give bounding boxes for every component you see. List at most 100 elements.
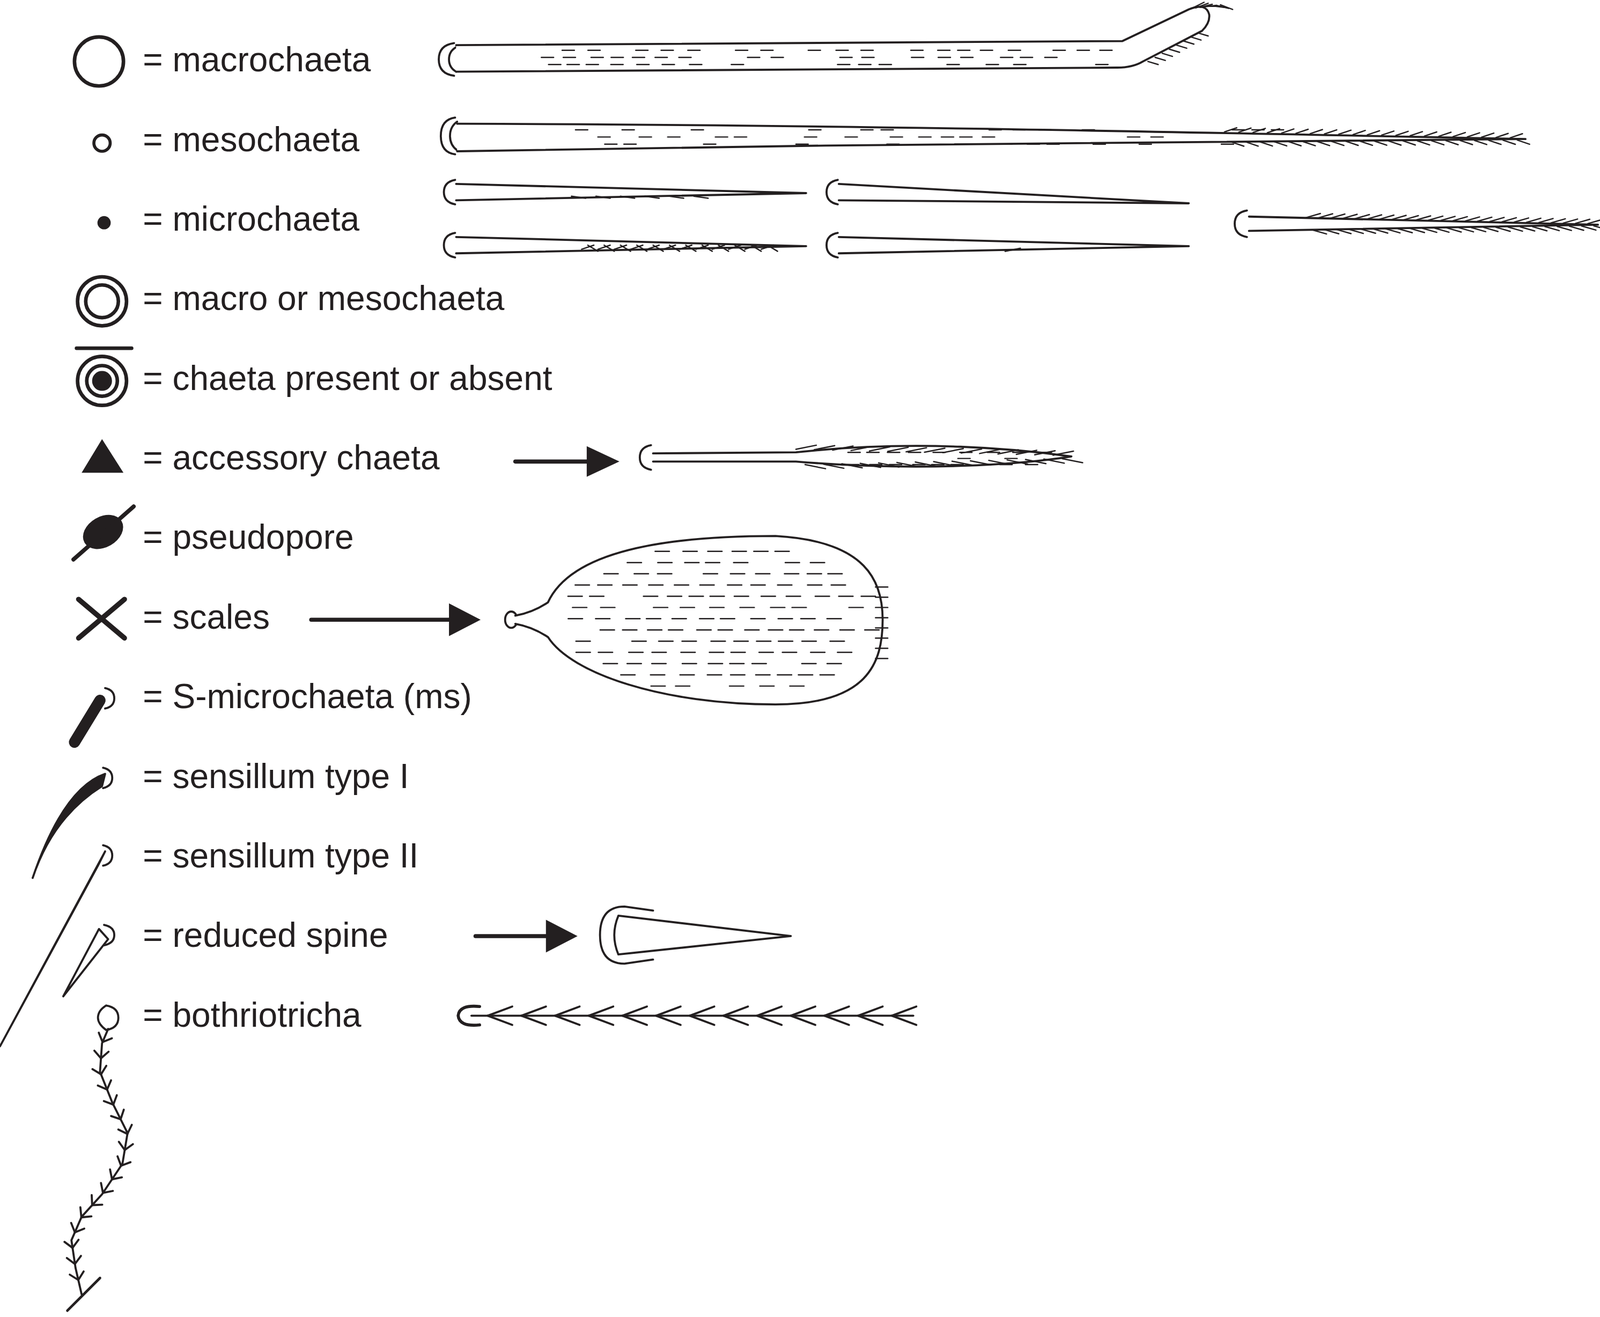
texture-stroke <box>679 56 692 58</box>
barb-stroke <box>111 1115 121 1119</box>
barb-stroke <box>1190 37 1201 41</box>
texture-stroke <box>755 674 771 676</box>
barb-stroke <box>1447 227 1462 233</box>
barb-stroke <box>118 1129 128 1134</box>
barb-stroke <box>875 627 888 629</box>
barb-stroke <box>979 449 1000 454</box>
barb-stroke <box>1428 216 1443 221</box>
barb-stroke <box>109 1169 113 1179</box>
barb-stroke <box>1062 458 1083 463</box>
barb-stroke <box>97 1085 107 1090</box>
texture-stroke <box>575 129 588 131</box>
texture-stroke <box>680 606 695 608</box>
texture-stroke <box>860 49 874 51</box>
barb-stroke <box>1147 61 1159 65</box>
accessory-symbol <box>81 438 124 473</box>
barb-stroke <box>71 1222 76 1233</box>
texture-stroke <box>808 129 822 131</box>
texture-stroke <box>682 640 697 642</box>
legend-label: = mesochaeta <box>142 122 360 157</box>
accessory-drawing <box>515 445 1083 477</box>
barb-stroke <box>790 1015 816 1025</box>
barb-stroke <box>127 1124 132 1134</box>
legend-label: = bothriotricha <box>142 997 361 1032</box>
barb-stroke <box>1354 214 1370 219</box>
texture-stroke <box>648 584 663 586</box>
texture-stroke <box>845 136 858 138</box>
texture-stroke <box>639 136 652 138</box>
barb-stroke <box>757 1006 783 1016</box>
texture-stroke <box>786 595 801 597</box>
barb-stroke <box>1563 218 1579 224</box>
barb-stroke <box>1274 141 1287 146</box>
texture-stroke <box>986 63 999 65</box>
barb-stroke <box>1458 227 1474 233</box>
texture-stroke <box>687 49 700 51</box>
texture-stroke <box>591 56 604 58</box>
barb-stroke <box>875 647 888 649</box>
barb-stroke <box>689 1006 715 1016</box>
texture-stroke <box>866 451 880 453</box>
texture-stroke <box>600 606 616 608</box>
barb-stroke <box>1331 141 1345 146</box>
barb-stroke <box>1517 139 1530 145</box>
texture-stroke <box>710 595 725 597</box>
texture-stroke <box>682 662 697 665</box>
texture-stroke <box>957 49 970 51</box>
texture-stroke <box>574 584 590 586</box>
barb-stroke <box>1318 214 1333 219</box>
barb-stroke <box>875 606 888 608</box>
barb-stroke <box>1416 215 1432 220</box>
texture-stroke <box>734 136 747 138</box>
texture-stroke <box>908 451 921 453</box>
texture-stroke <box>730 572 746 574</box>
barb-stroke <box>832 445 853 451</box>
barb-stroke <box>1043 459 1065 464</box>
pseudopore-symbol <box>73 506 134 560</box>
barb-stroke <box>1396 131 1409 136</box>
texture-stroke <box>839 629 855 631</box>
texture-stroke <box>954 143 968 145</box>
texture-stroke <box>879 63 892 65</box>
legend-label: = microchaeta <box>142 201 360 237</box>
texture-stroke <box>691 129 704 131</box>
texture-stroke <box>707 674 722 676</box>
texture-stroke <box>657 561 673 563</box>
barb-stroke <box>790 1006 816 1016</box>
mesochaeta-symbol <box>93 135 110 152</box>
texture-stroke <box>662 63 675 65</box>
barb-stroke <box>117 1155 122 1166</box>
texture-stroke <box>650 674 666 676</box>
barb-stroke <box>1007 459 1028 464</box>
barb-stroke <box>1385 229 1400 234</box>
barb-stroke <box>860 463 881 468</box>
texture-stroke <box>815 595 830 597</box>
barb-stroke <box>92 1203 103 1207</box>
legend-label: = pseudopore <box>142 519 354 555</box>
barb-stroke <box>875 616 888 618</box>
barb-stroke <box>521 1015 547 1025</box>
barb-stroke <box>767 245 778 252</box>
texture-stroke <box>911 56 924 58</box>
barb-stroke <box>805 464 826 469</box>
barb-stroke <box>970 460 991 466</box>
texture-stroke <box>768 629 784 631</box>
texture-stroke <box>827 662 842 665</box>
barb-stroke <box>924 447 946 453</box>
texture-stroke <box>755 572 771 574</box>
texture-stroke <box>1095 63 1109 65</box>
texture-stroke <box>1093 143 1106 145</box>
barb-stroke <box>92 1068 101 1075</box>
barb-stroke <box>555 1006 580 1016</box>
barb-stroke <box>689 1015 715 1025</box>
texture-stroke <box>703 143 717 145</box>
barb-stroke <box>823 463 844 469</box>
barb-stroke <box>80 1207 82 1218</box>
barb-stroke <box>620 245 631 252</box>
barb-stroke <box>94 1050 101 1059</box>
texture-stroke <box>646 617 661 619</box>
texture-stroke <box>886 143 899 145</box>
texture-stroke <box>745 629 760 631</box>
texture-stroke <box>635 49 648 51</box>
